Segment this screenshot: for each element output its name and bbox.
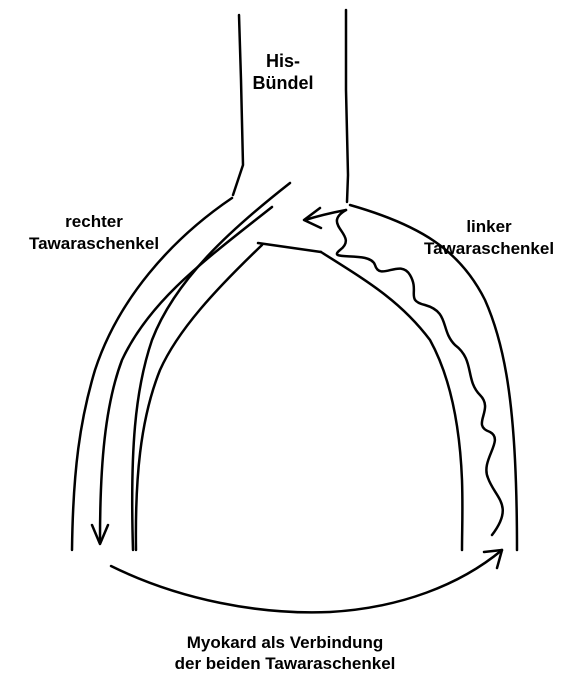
myocardium-connection-label-line2: der beiden Tawaraschenkel (135, 653, 435, 674)
myocardium-connection-label: Myokard als Verbindung der beiden Tawara… (135, 632, 435, 674)
his-bundle-label: His- Bündel (248, 50, 318, 94)
myocardium-arrow-shaft (111, 550, 502, 612)
his-bundle-label-line2: Bündel (248, 72, 318, 94)
his-bundle-right-wall (346, 10, 348, 202)
left-bundle-branch-label-line1: linker (405, 216, 573, 238)
his-bundle-label-line1: His- (248, 50, 318, 72)
right-bundle-branch-label-line1: rechter (10, 211, 178, 233)
left-branch-inner-wall (321, 252, 462, 550)
myocardium-connection-label-line1: Myokard als Verbindung (135, 632, 435, 653)
right-bundle-branch-label: rechter Tawaraschenkel (10, 211, 178, 255)
right-bundle-branch-label-line2: Tawaraschenkel (10, 233, 178, 255)
right-septum-wall (136, 245, 262, 550)
left-bundle-branch-label: linker Tawaraschenkel (405, 216, 573, 260)
his-bundle-left-wall (233, 15, 243, 195)
septum-top (258, 243, 321, 252)
left-bundle-branch-label-line2: Tawaraschenkel (405, 238, 573, 260)
right-branch-arrow-shaft (100, 207, 272, 540)
